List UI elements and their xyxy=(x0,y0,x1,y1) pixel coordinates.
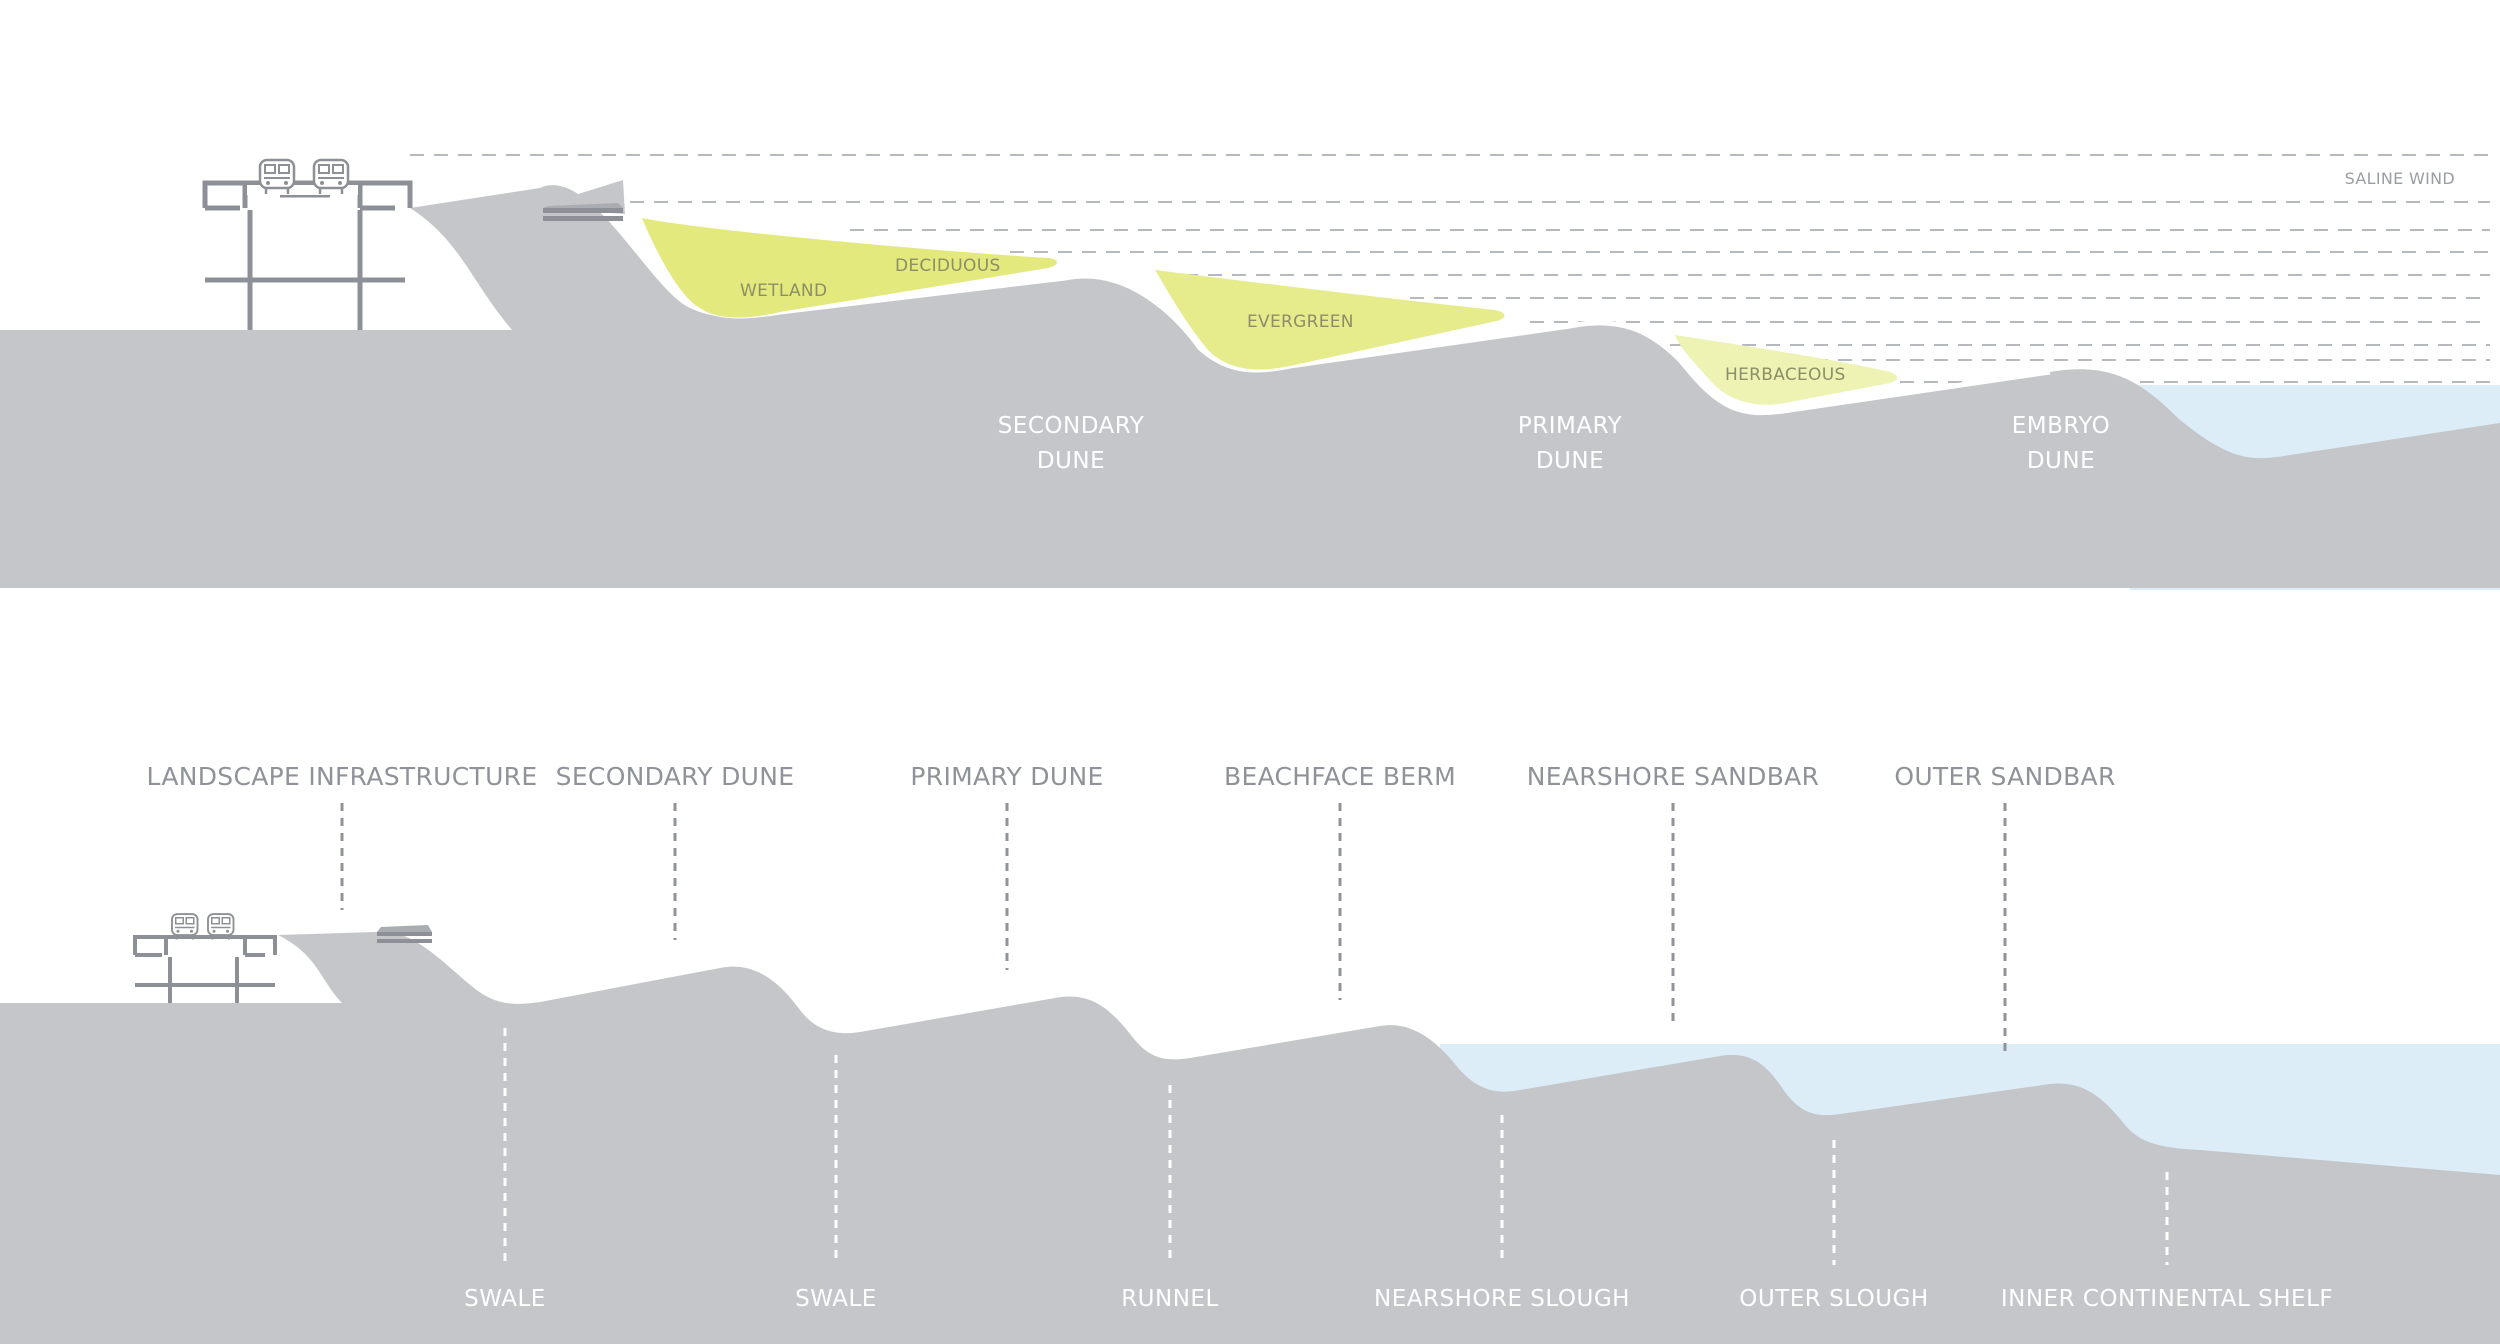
beachface-berm-label: BEACHFACE BERM xyxy=(1224,762,1456,791)
saline-wind-label: SALINE WIND xyxy=(2345,169,2455,188)
barrier-wall-icon xyxy=(377,925,432,943)
secondary-dune-label-2: DUNE xyxy=(1037,448,1105,474)
outer-sandbar-label: OUTER SANDBAR xyxy=(1894,762,2115,791)
secondary-dune-label-bottom: SECONDARY DUNE xyxy=(556,762,795,791)
swale-label-2: SWALE xyxy=(795,1286,877,1312)
secondary-dune-label: SECONDARY xyxy=(998,413,1145,439)
primary-dune-label-bottom: PRIMARY DUNE xyxy=(910,762,1103,791)
swale-label-1: SWALE xyxy=(464,1286,546,1312)
train-car-icon xyxy=(171,913,199,941)
inner-continental-shelf-label: INNER CONTINENTAL SHELF xyxy=(2001,1286,2333,1312)
bottom-ground xyxy=(0,931,2500,1344)
outer-slough-label: OUTER SLOUGH xyxy=(1739,1286,1928,1312)
wetland-label: WETLAND xyxy=(740,281,827,301)
evergreen-label: EVERGREEN xyxy=(1247,312,1354,332)
infrastructure-deck-fill xyxy=(247,185,358,195)
primary-dune-label-2: DUNE xyxy=(1536,448,1604,474)
herbaceous-vegetation xyxy=(1675,335,1898,405)
top-callout-lines xyxy=(340,803,2007,1055)
saline-wind-lines xyxy=(410,154,2490,383)
landscape-infrastructure-structure xyxy=(202,180,413,330)
barrier-wall-icon xyxy=(540,180,625,221)
train-car-icon xyxy=(207,913,235,941)
embryo-dune-label-2: DUNE xyxy=(2027,448,2095,474)
herbaceous-label: HERBACEOUS xyxy=(1725,365,1846,385)
runnel-label: RUNNEL xyxy=(1121,1286,1219,1312)
deciduous-label: DECIDUOUS xyxy=(895,256,1001,276)
landscape-infrastructure-structure-small xyxy=(133,935,277,1003)
primary-dune-label: PRIMARY xyxy=(1518,413,1623,439)
nearshore-sandbar-label: NEARSHORE SANDBAR xyxy=(1527,762,1820,791)
top-section: SALINE WIND WETLAND DECIDUOUS EVERGREEN … xyxy=(0,154,2500,590)
train-car-icon xyxy=(258,158,296,196)
wetland-deciduous-vegetation xyxy=(642,218,1057,318)
bottom-callout-lines xyxy=(503,1028,2169,1265)
bottom-section: LANDSCAPE INFRASTRUCTURE SECONDARY DUNE … xyxy=(0,762,2500,1344)
embryo-dune-label: EMBRYO xyxy=(2012,413,2111,439)
infrastructure-deck-fill-small xyxy=(168,939,242,946)
nearshore-slough-label: NEARSHORE SLOUGH xyxy=(1374,1286,1630,1312)
train-car-icon xyxy=(312,158,350,196)
top-ground xyxy=(0,185,2500,588)
landscape-infrastructure-label: LANDSCAPE INFRASTRUCTURE xyxy=(147,762,538,791)
evergreen-vegetation xyxy=(1155,270,1505,370)
